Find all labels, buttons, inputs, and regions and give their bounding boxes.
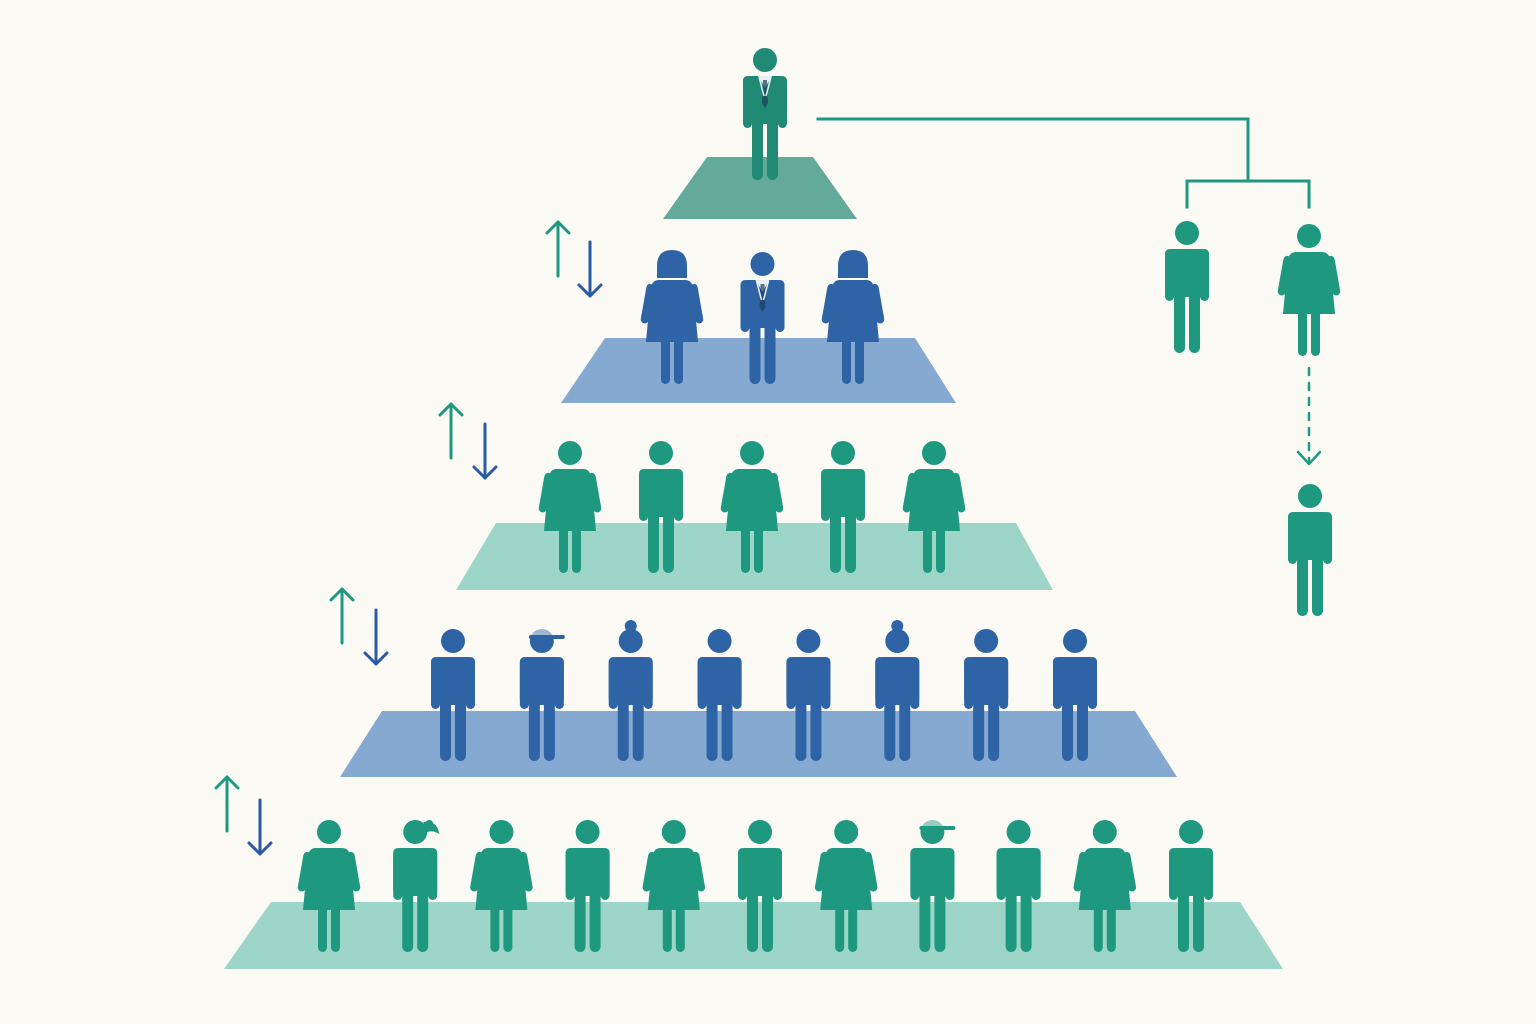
- tier-4-person-icon: [608, 620, 653, 761]
- pyramid-platforms: [224, 157, 1283, 969]
- arrow-up-icon: [438, 402, 464, 460]
- pyramid-figures: [297, 48, 1213, 952]
- tier-1-platform: [663, 157, 857, 219]
- tier-2-person-icon: [740, 252, 785, 384]
- child-person-icon: [1288, 484, 1332, 616]
- arrow-down-icon: [247, 798, 273, 856]
- tier-2-person-icon: [821, 250, 885, 384]
- tier-5-person-icon: [393, 820, 440, 952]
- tier-4-person-icon: [519, 627, 565, 761]
- parent-person-icon: [1277, 224, 1341, 356]
- arrow-up-icon: [329, 587, 355, 645]
- dashed-arrow-down-icon: [1296, 366, 1322, 466]
- arrow-down-icon: [577, 240, 603, 298]
- tier-5-person-icon: [910, 818, 956, 952]
- tier-1-person-icon: [743, 48, 787, 180]
- arrow-down-icon: [472, 422, 498, 480]
- tier-2-person-icon: [640, 250, 704, 384]
- tier-4-person-icon: [875, 620, 920, 761]
- tree-branch-line: [1185, 179, 1311, 209]
- mobility-arrows: [214, 220, 603, 856]
- parent-person-icon: [1165, 221, 1209, 353]
- arrow-up-icon: [214, 775, 240, 833]
- arrow-up-icon: [545, 220, 571, 278]
- arrow-down-icon: [363, 608, 389, 666]
- family-tree: [816, 117, 1341, 616]
- tree-connector-line: [816, 117, 1250, 183]
